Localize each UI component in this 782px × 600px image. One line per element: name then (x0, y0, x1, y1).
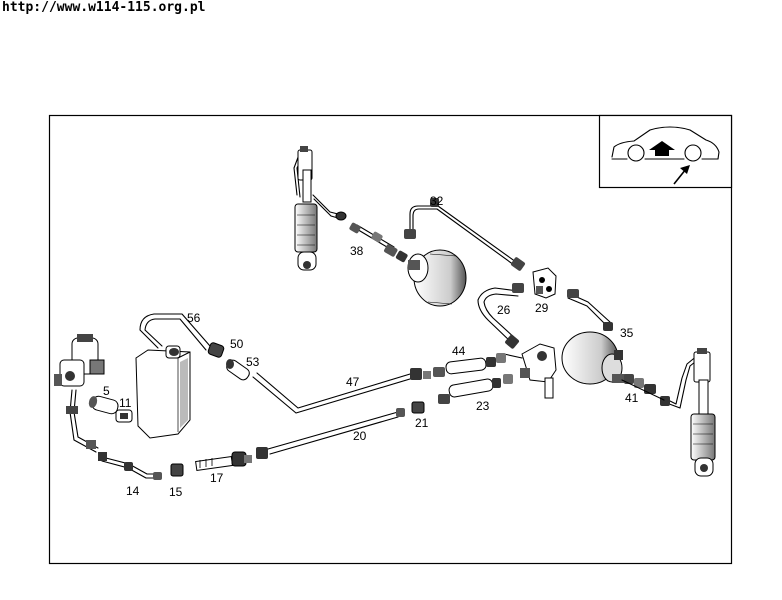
car-outline-icon (611, 126, 720, 160)
label-14: 14 (126, 484, 140, 498)
label-41: 41 (625, 391, 639, 405)
line-35 (567, 289, 613, 331)
filter-5 (88, 395, 119, 415)
part-17 (195, 451, 252, 472)
hydraulic-pump (54, 334, 107, 461)
label-20: 20 (353, 429, 367, 443)
hose-53 (226, 359, 250, 381)
label-35: 35 (620, 326, 634, 340)
level-control-valve (503, 343, 557, 399)
site-url[interactable]: http://www.w114-115.org.pl (2, 0, 206, 15)
label-38: 38 (350, 244, 364, 258)
front-wheel-icon (627, 144, 645, 162)
label-56: 56 (187, 311, 201, 325)
label-50: 50 (230, 337, 244, 351)
left-shock-absorber (293, 146, 347, 271)
label-11: 11 (119, 396, 132, 410)
part-29-bracket (532, 267, 557, 299)
label-53: 53 (246, 355, 260, 369)
right-shock-absorber (660, 348, 716, 477)
diagram-frame (48, 114, 733, 565)
clamp-50 (207, 342, 225, 358)
upper-pressure-reservoir (407, 249, 467, 307)
fittings-41 (621, 374, 665, 401)
oil-reservoir (135, 345, 191, 439)
clamp-11 (115, 409, 133, 423)
label-47: 47 (346, 375, 360, 389)
hose-44 (433, 353, 506, 377)
label-15: 15 (169, 485, 183, 499)
car-location-inset (598, 114, 733, 189)
line-14 (101, 456, 162, 480)
label-21: 21 (415, 416, 429, 430)
line-26 (477, 283, 524, 349)
lower-pressure-reservoir (561, 331, 626, 385)
label-23: 23 (476, 399, 490, 413)
hose-23 (438, 374, 513, 404)
fitting-15 (170, 463, 184, 477)
line-47 (252, 368, 431, 414)
line-32 (404, 198, 525, 271)
label-32: 32 (430, 194, 444, 208)
line-56 (139, 313, 211, 351)
rear-wheel-icon (684, 144, 702, 162)
label-29: 29 (535, 301, 549, 315)
line-20 (256, 408, 405, 459)
fitting-21 (411, 401, 425, 414)
label-26: 26 (497, 303, 511, 317)
pointer-arrow-icon (673, 168, 687, 185)
up-arrow-icon (649, 141, 675, 156)
line-38-assembly (349, 222, 408, 263)
label-44: 44 (452, 344, 466, 358)
label-5: 5 (103, 384, 110, 398)
label-17: 17 (210, 471, 224, 485)
